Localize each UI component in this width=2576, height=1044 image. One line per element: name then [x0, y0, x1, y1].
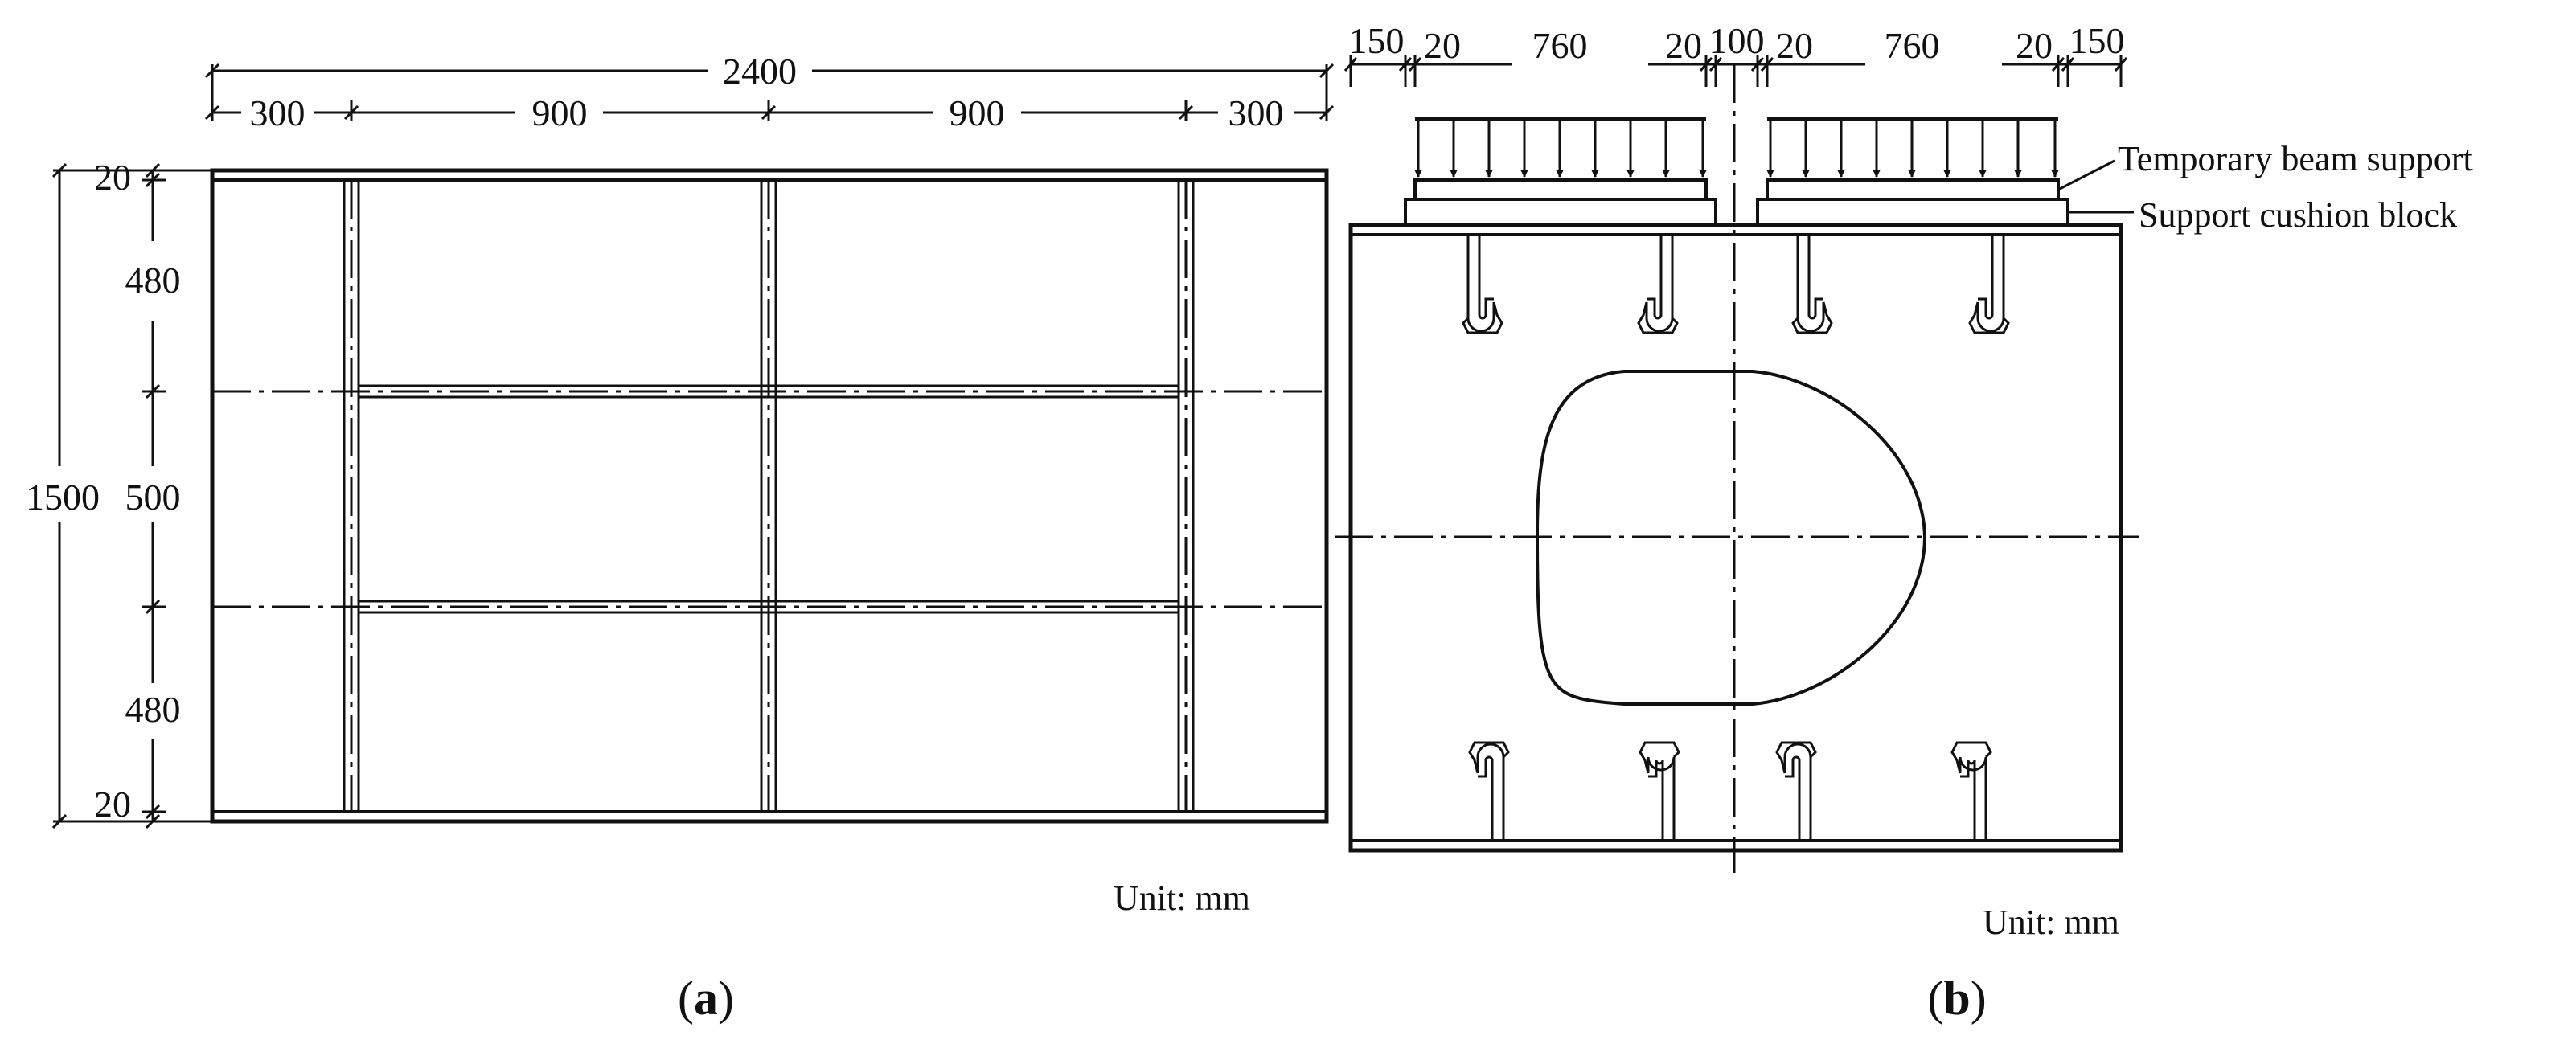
dim-left-span: 760: [1532, 25, 1588, 66]
panel-a-left-dimensions: 20 480 1500 500 480 20: [26, 157, 212, 829]
dim-center-gap: 100: [1709, 20, 1765, 61]
panel-b-top-dimensions: 150 20 760 20 100 20 760 20 150: [1343, 20, 2128, 87]
dim-seg4: 300: [1229, 92, 1284, 133]
top-anchor-hooks: [1462, 235, 2010, 334]
bottom-anchor-hooks: [1468, 741, 1992, 841]
central-opening: [1535, 370, 1927, 706]
dim-top-flange: 20: [94, 157, 131, 198]
temporary-beam-support-right: [1766, 178, 2060, 201]
panel-a-outline: [210, 168, 1329, 824]
horizontal-plates: [212, 384, 1327, 614]
panel-b-caption: (b): [1927, 972, 1986, 1025]
panel-b-annotations: Temporary beam support Support cushion b…: [2057, 139, 2473, 235]
dim-right-edge: 150: [2069, 20, 2125, 61]
panel-a-unit-label: Unit: mm: [1114, 878, 1250, 918]
temporary-beam-support-left: [1413, 178, 1708, 201]
panel-b-cross-section: 150 20 760 20 100 20 760 20 150 Temporar…: [1335, 20, 2473, 1025]
dim-total-height: 1500: [26, 477, 100, 518]
support-cushion-block-right: [1756, 198, 2069, 227]
distributed-load-left: [1414, 117, 1707, 178]
dim-left-edge: 150: [1349, 20, 1405, 61]
distributed-load-right: [1766, 117, 2059, 178]
dim-total-width: 2400: [723, 51, 797, 92]
dim-seg3: 900: [950, 92, 1005, 133]
dim-left-gap1: 20: [1424, 25, 1461, 66]
dim-right-gap2: 20: [2016, 25, 2053, 66]
dim-seg1: 300: [250, 92, 306, 133]
support-cushion-block-left: [1404, 198, 1717, 227]
dim-left-gap2: 20: [1665, 25, 1702, 66]
dim-mid-height: 500: [125, 477, 181, 518]
dim-right-span: 760: [1885, 25, 1940, 66]
label-temporary-beam-support: Temporary beam support: [2118, 139, 2473, 178]
dim-bottom-flange: 20: [94, 784, 131, 825]
panel-a-caption: (a): [678, 972, 734, 1025]
dim-bottom-height: 480: [125, 689, 181, 730]
panel-a-elevation: 2400 300 900 900 300: [26, 51, 1335, 1025]
dim-top-height: 480: [125, 260, 181, 301]
label-support-cushion-block: Support cushion block: [2139, 195, 2457, 235]
panel-b-unit-label: Unit: mm: [1983, 903, 2119, 942]
dim-seg2: 900: [532, 92, 588, 133]
vertical-stiffeners: [343, 180, 1195, 812]
dim-right-gap1: 20: [1776, 25, 1813, 66]
panel-a-top-dimensions: 2400 300 900 900 300: [204, 51, 1335, 133]
